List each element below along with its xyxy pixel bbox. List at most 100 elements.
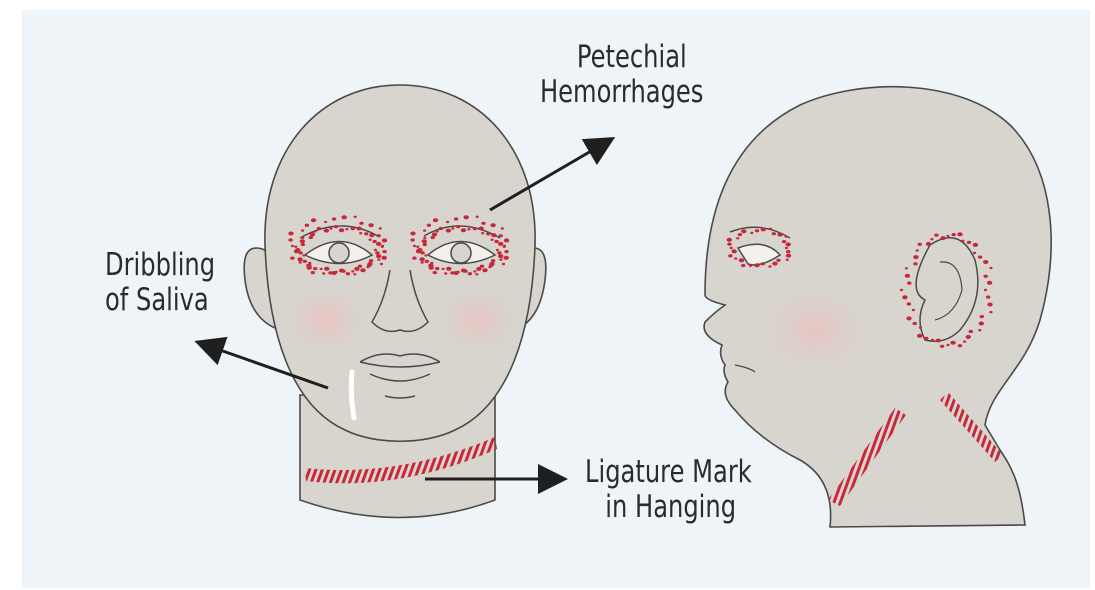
petechia-dot bbox=[433, 218, 438, 222]
petechia-dot bbox=[973, 243, 978, 247]
petechia-dot bbox=[369, 259, 373, 262]
petechia-dot bbox=[427, 224, 431, 227]
petechia-dot bbox=[301, 237, 304, 239]
petechia-dot bbox=[381, 245, 384, 247]
petechia-dot bbox=[503, 245, 506, 247]
petechia-dot bbox=[367, 264, 371, 267]
petechia-dot bbox=[311, 271, 315, 274]
petechia-dot bbox=[329, 227, 332, 229]
petechia-dot bbox=[768, 265, 771, 267]
petechia-dot bbox=[342, 215, 347, 219]
petechia-dot bbox=[324, 267, 329, 271]
petechia-dot bbox=[432, 232, 437, 236]
petechia-dot bbox=[983, 260, 988, 264]
petechia-dot bbox=[987, 303, 992, 307]
label-dribbling-line2: of Saliva bbox=[105, 283, 215, 318]
petechia-dot bbox=[499, 234, 503, 237]
petechia-dot bbox=[334, 225, 338, 228]
petechia-dot bbox=[957, 232, 962, 236]
petechia-dot bbox=[961, 240, 964, 242]
petechia-dot bbox=[782, 240, 786, 243]
petechia-dot bbox=[491, 259, 495, 262]
petechia-dot bbox=[305, 224, 309, 227]
petechia-dot bbox=[496, 249, 499, 251]
petechia-dot bbox=[339, 228, 344, 232]
petechia-dot bbox=[376, 242, 381, 246]
petechia-dot bbox=[468, 272, 472, 275]
petechia-dot bbox=[912, 309, 915, 311]
petechia-dot bbox=[306, 264, 311, 268]
petechia-dot bbox=[727, 238, 732, 242]
petechia-dot bbox=[481, 232, 484, 234]
petechia-dot bbox=[476, 216, 479, 218]
petechia-dot bbox=[423, 229, 426, 231]
petechia-dot bbox=[419, 257, 424, 261]
petechia-dot bbox=[354, 267, 359, 271]
petechia-dot bbox=[375, 251, 379, 254]
petechia-dot bbox=[776, 259, 780, 262]
petechia-dot bbox=[382, 238, 387, 242]
petechia-dot bbox=[978, 256, 982, 259]
petechia-dot bbox=[436, 230, 439, 232]
petechia-dot bbox=[476, 267, 481, 271]
petechia-dot bbox=[498, 254, 503, 258]
petechia-dot bbox=[979, 322, 984, 326]
petechia-dot bbox=[410, 232, 415, 236]
petechia-dot bbox=[346, 272, 350, 275]
petechia-dot bbox=[369, 233, 374, 237]
petechia-dot bbox=[741, 264, 745, 267]
petechia-dot bbox=[310, 232, 315, 236]
petechia-dot bbox=[302, 254, 305, 256]
petechia-dot bbox=[324, 229, 329, 233]
petechia-dot bbox=[368, 223, 373, 227]
petechia-dot bbox=[435, 267, 439, 270]
petechia-dot bbox=[786, 250, 790, 253]
petechia-dot bbox=[750, 232, 753, 234]
petechia-dot bbox=[785, 235, 788, 237]
petechia-dot bbox=[906, 316, 911, 320]
petechia-dot bbox=[491, 233, 496, 237]
petechia-dot bbox=[446, 229, 451, 233]
petechia-dot bbox=[989, 311, 992, 313]
petechia-dot bbox=[761, 227, 766, 231]
petechia-dot bbox=[314, 230, 317, 232]
front-right-cheek-blush bbox=[440, 288, 516, 352]
petechia-dot bbox=[377, 234, 381, 237]
petechia-dot bbox=[412, 257, 416, 260]
petechia-dot bbox=[359, 232, 362, 234]
label-ligature-line2: in Hanging bbox=[585, 490, 752, 525]
petechia-dot bbox=[786, 259, 789, 261]
petechia-dot bbox=[297, 257, 302, 261]
petechia-dot bbox=[294, 249, 299, 253]
petechia-dot bbox=[377, 258, 380, 260]
petechia-dot bbox=[463, 270, 467, 273]
petechia-dot bbox=[777, 233, 782, 237]
petechia-dot bbox=[311, 218, 316, 222]
petechia-dot bbox=[946, 235, 949, 237]
petechia-dot bbox=[741, 229, 746, 233]
side-head bbox=[704, 87, 1051, 527]
petechia-dot bbox=[467, 228, 470, 230]
petechia-dot bbox=[926, 242, 931, 246]
petechia-dot bbox=[916, 249, 919, 251]
petechia-dot bbox=[489, 264, 493, 267]
petechia-dot bbox=[905, 267, 908, 269]
petechia-dot bbox=[423, 237, 426, 239]
petechia-dot bbox=[313, 267, 317, 270]
petechia-dot bbox=[331, 271, 336, 275]
petechia-dot bbox=[372, 240, 376, 243]
petechia-dot bbox=[413, 245, 416, 247]
petechia-dot bbox=[973, 252, 976, 254]
petechia-dot bbox=[379, 227, 382, 229]
petechia-dot bbox=[754, 263, 759, 267]
petechia-dot bbox=[786, 242, 791, 246]
petechia-dot bbox=[299, 261, 302, 263]
petechia-dot bbox=[360, 268, 365, 272]
label-dribbling-of-saliva: Dribbling of Saliva bbox=[105, 248, 215, 318]
petechia-dot bbox=[288, 238, 292, 241]
petechia-dot bbox=[931, 339, 934, 341]
petechia-dot bbox=[444, 272, 447, 274]
petechia-dot bbox=[490, 223, 495, 227]
petechia-dot bbox=[421, 261, 424, 263]
petechia-dot bbox=[481, 222, 485, 225]
